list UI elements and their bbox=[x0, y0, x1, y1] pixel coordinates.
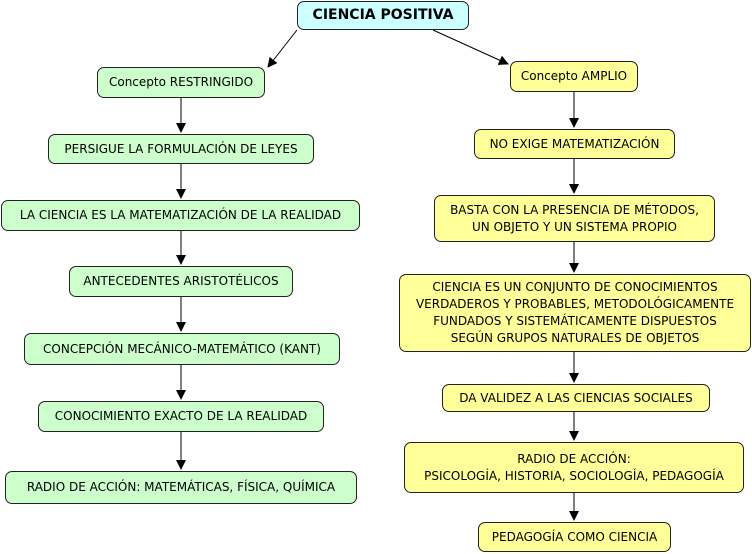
right-node-4: DA VALIDEZ A LAS CIENCIAS SOCIALES bbox=[442, 384, 710, 412]
left-node-2: LA CIENCIA ES LA MATEMATIZACIÓN DE LA RE… bbox=[1, 200, 360, 231]
right-node-3: CIENCIA ES UN CONJUNTO DE CONOCIMIENTOS … bbox=[399, 274, 751, 352]
link-root-left bbox=[267, 29, 298, 68]
left-node-3: ANTECEDENTES ARISTOTÉLICOS bbox=[69, 266, 293, 297]
left-node-4: CONCEPCIÓN MECÁNICO-MATEMÁTICO (KANT) bbox=[24, 333, 340, 365]
right-head-node: Concepto AMPLIO bbox=[510, 61, 638, 92]
left-node-5: CONOCIMIENTO EXACTO DE LA REALIDAD bbox=[38, 401, 324, 432]
link-root-right bbox=[432, 29, 509, 65]
right-node-1: NO EXIGE MATEMATIZACIÓN bbox=[474, 129, 675, 159]
right-node-6: PEDAGOGÍA COMO CIENCIA bbox=[478, 522, 671, 552]
left-node-6: RADIO DE ACCIÓN: MATEMÁTICAS, FÍSICA, QU… bbox=[5, 471, 357, 504]
right-node-2: BASTA CON LA PRESENCIA DE MÉTODOS, UN OB… bbox=[434, 195, 715, 242]
left-head-node: Concepto RESTRINGIDO bbox=[97, 67, 265, 98]
left-node-1: PERSIGUE LA FORMULACIÓN DE LEYES bbox=[48, 134, 314, 164]
root-node: CIENCIA POSITIVA bbox=[297, 1, 469, 30]
right-node-5: RADIO DE ACCIÓN: PSICOLOGÍA, HISTORIA, S… bbox=[404, 442, 744, 493]
